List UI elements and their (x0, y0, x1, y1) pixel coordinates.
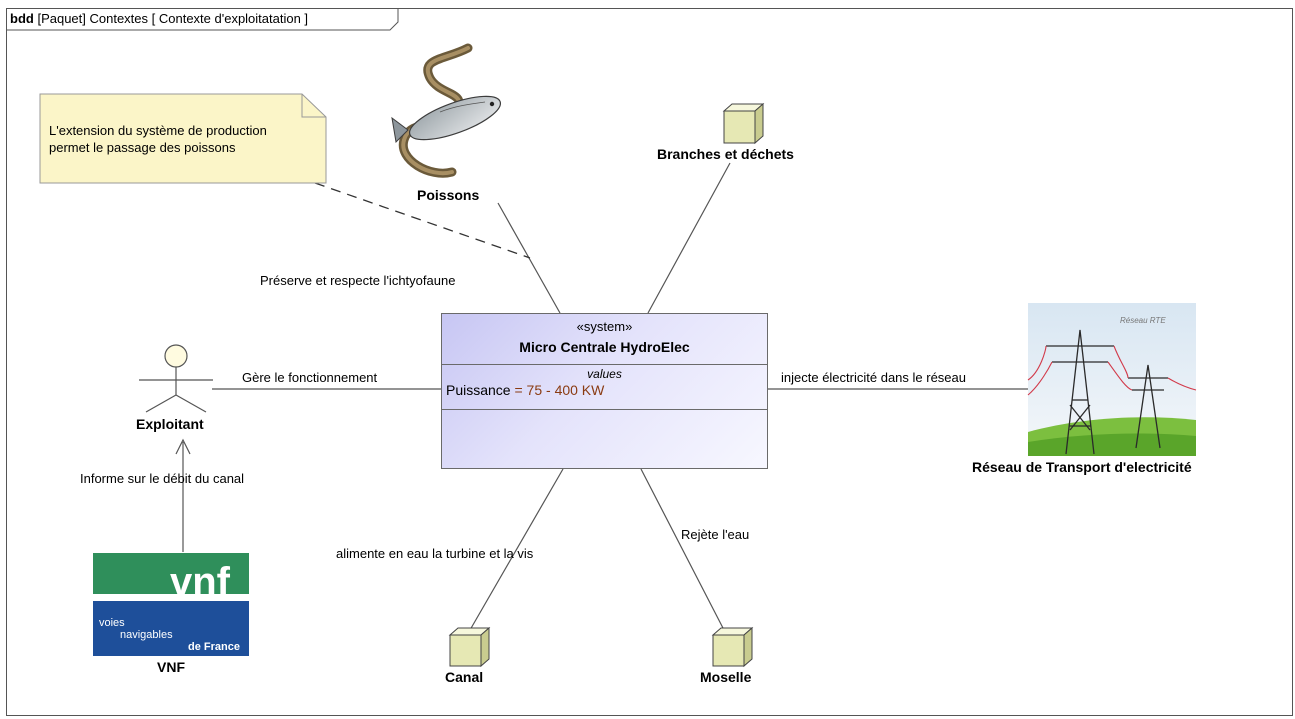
property-value: = 75 - 400 KW (510, 382, 605, 398)
poissons-label[interactable]: Poissons (417, 187, 480, 203)
note-shape (39, 93, 327, 184)
frame-kind: bdd (10, 11, 34, 26)
line-canal (469, 468, 564, 631)
moselle-label[interactable]: Moselle (700, 669, 752, 685)
system-block[interactable]: «system» Micro Centrale HydroElec values… (441, 313, 768, 469)
canal-label[interactable]: Canal (445, 669, 484, 685)
frame-header: bdd [Paquet] Contextes [ Contexte d'expl… (6, 8, 320, 30)
vnf-logo-line1: voies (99, 617, 125, 629)
vnf-logo-text: vnf (170, 560, 230, 604)
block-stereotype: «system» (576, 319, 633, 334)
poissons-image (391, 43, 501, 178)
vnf-arrowhead (175, 438, 191, 455)
frame-title: [Paquet] Contextes [ Contexte d'exploita… (37, 11, 309, 26)
assoc-label-canal: alimente en eau la turbine et la vis (336, 546, 534, 561)
exploitant-label[interactable]: Exploitant (136, 416, 204, 432)
line-moselle (640, 468, 725, 631)
branches-cube (722, 102, 765, 145)
note-anchor-line (314, 182, 531, 259)
property-name: Puissance (446, 382, 511, 398)
note-text[interactable]: L'extension du système de production per… (49, 123, 267, 155)
moselle-cube (711, 626, 754, 668)
canal-cube (448, 626, 491, 668)
assoc-label-moselle: Rejète l'eau (681, 527, 750, 542)
diagram-frame (6, 8, 1293, 716)
vnf-label[interactable]: VNF (157, 659, 185, 675)
branches-label[interactable]: Branches et déchets (657, 146, 794, 162)
block-name: Micro Centrale HydroElec (519, 339, 690, 355)
reseau-image-caption: Réseau RTE (1120, 316, 1166, 325)
exploitant-actor-icon (139, 344, 213, 413)
association-lines (182, 162, 1030, 631)
assoc-label-reseau: injecte électricité dans le réseau (781, 370, 966, 385)
value-property[interactable]: Puissance = 75 - 400 KW (446, 382, 604, 398)
vnf-logo (93, 553, 249, 656)
frame-tab-shape (6, 8, 399, 31)
vnf-logo-line3: de France (188, 641, 240, 653)
vnf-logo-line2: navigables (120, 629, 173, 641)
assoc-label-poissons: Préserve et respecte l'ichtyofaune (260, 273, 456, 288)
values-compartment-label: values (587, 367, 622, 381)
reseau-image: Réseau RTE (1027, 303, 1197, 456)
reseau-label[interactable]: Réseau de Transport d'electricité (972, 459, 1192, 475)
block-separator-2 (442, 409, 767, 410)
assoc-label-exploitant: Gère le fonctionnement (242, 370, 378, 385)
line-branches (647, 162, 731, 314)
assoc-label-vnf: Informe sur le débit du canal (80, 471, 245, 486)
block-separator (442, 364, 767, 365)
